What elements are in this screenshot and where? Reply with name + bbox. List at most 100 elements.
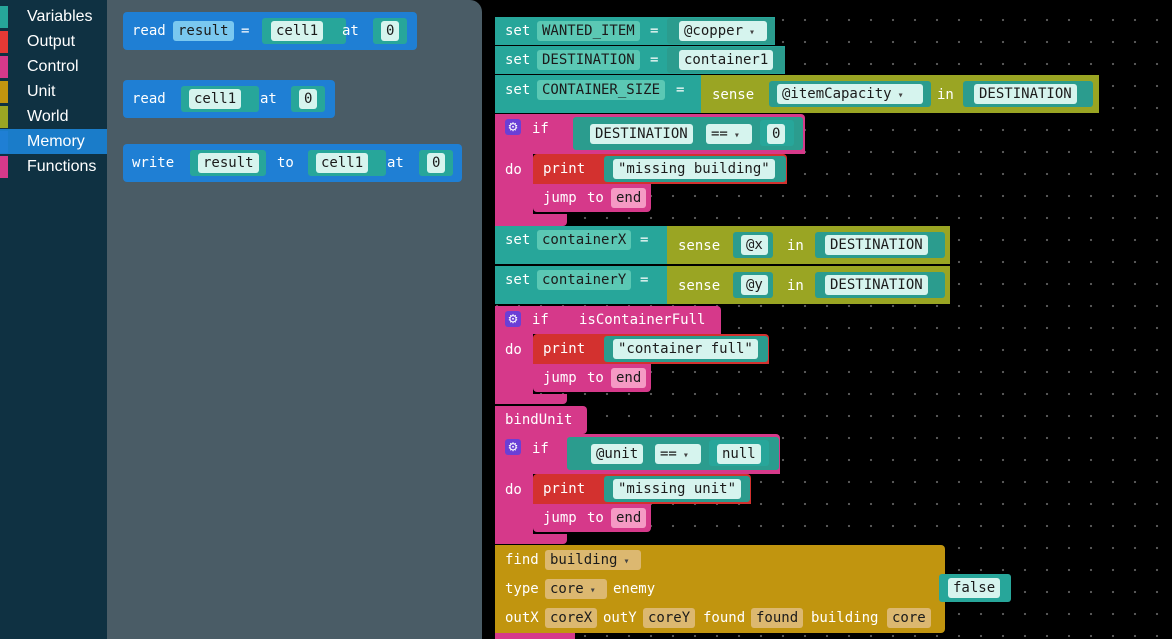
- if-keyword: if: [532, 121, 549, 137]
- container-x-var[interactable]: containerX: [537, 230, 632, 250]
- find-building-block[interactable]: find building type core enemy outX coreX…: [495, 545, 945, 633]
- set-destination-block[interactable]: set DESTINATION = container1: [495, 46, 785, 74]
- container-size-var[interactable]: CONTAINER_SIZE: [537, 80, 666, 100]
- category-functions[interactable]: Functions: [0, 154, 107, 179]
- jump-block[interactable]: jump to end: [533, 504, 651, 532]
- in-keyword: in: [787, 238, 804, 254]
- print-block[interactable]: print "container full": [533, 334, 769, 364]
- y-prop-field[interactable]: @y: [741, 275, 768, 295]
- index-field[interactable]: 0: [427, 153, 446, 173]
- end-label-field[interactable]: end: [611, 188, 647, 208]
- print-keyword: print: [543, 341, 586, 357]
- category-label: Functions: [27, 157, 97, 175]
- sense-item-capacity-block[interactable]: sense @itemCapacity in DESTINATION: [701, 75, 1099, 113]
- category-label: Unit: [27, 82, 56, 100]
- if-do-arm: do: [495, 154, 533, 214]
- result-var-field[interactable]: result: [198, 153, 259, 173]
- result-var-field[interactable]: result: [173, 21, 234, 41]
- set-container-size-block[interactable]: set CONTAINER_SIZE =: [495, 75, 701, 113]
- core-building-field[interactable]: core: [887, 608, 931, 628]
- gear-icon[interactable]: ⚙: [505, 119, 521, 135]
- equals-sign: =: [640, 272, 649, 288]
- category-memory[interactable]: Memory: [0, 129, 107, 154]
- index-field[interactable]: 0: [381, 21, 400, 41]
- category-variables[interactable]: Variables: [0, 4, 107, 29]
- x-prop-field[interactable]: @x: [741, 235, 768, 255]
- building-dropdown[interactable]: building: [545, 550, 641, 570]
- category-world[interactable]: World: [0, 104, 107, 129]
- category-label: Memory: [27, 132, 85, 150]
- operator-dropdown[interactable]: ==: [706, 124, 752, 144]
- if-unit-null-block[interactable]: ⚙ if @unit == null: [495, 434, 780, 474]
- print-block[interactable]: print "missing building": [533, 154, 787, 184]
- core-y-field[interactable]: coreY: [643, 608, 696, 628]
- read-keyword: read: [132, 23, 166, 39]
- container1-field[interactable]: container1: [679, 50, 774, 70]
- cell-field[interactable]: cell1: [316, 153, 369, 173]
- if-footer: [495, 214, 567, 226]
- write-block[interactable]: write result to cell1 at 0: [123, 144, 462, 182]
- gear-icon[interactable]: ⚙: [505, 439, 521, 455]
- operator-dropdown[interactable]: ==: [655, 444, 701, 464]
- category-label: Output: [27, 32, 76, 50]
- category-unit[interactable]: Unit: [0, 79, 107, 104]
- category-control[interactable]: Control: [0, 54, 107, 79]
- if-keyword: if: [532, 441, 549, 457]
- cell-field[interactable]: cell1: [271, 21, 324, 41]
- container-y-var[interactable]: containerY: [537, 270, 632, 290]
- in-keyword: in: [787, 278, 804, 294]
- in-keyword: in: [937, 87, 954, 103]
- destination-field[interactable]: DESTINATION: [590, 124, 693, 144]
- outy-keyword: outY: [603, 610, 637, 626]
- enemy-bool-slot: false: [939, 574, 1011, 602]
- jump-block[interactable]: jump to end: [533, 184, 651, 212]
- to-keyword: to: [587, 510, 604, 526]
- if-block[interactable]: ⚙ if DESTINATION == 0: [495, 114, 805, 154]
- gear-icon[interactable]: ⚙: [505, 311, 521, 327]
- destination-field[interactable]: DESTINATION: [825, 235, 928, 255]
- category-sidebar: Variables Output Control Unit World Memo…: [0, 0, 107, 639]
- destination-field[interactable]: DESTINATION: [825, 275, 928, 295]
- category-label: Variables: [27, 7, 93, 25]
- workspace[interactable]: set WANTED_ITEM = @copper set DESTINATIO…: [482, 0, 1172, 639]
- found-field[interactable]: found: [751, 608, 804, 628]
- jump-block[interactable]: jump to end: [533, 364, 651, 392]
- category-output[interactable]: Output: [0, 29, 107, 54]
- unit-field[interactable]: @unit: [591, 444, 644, 464]
- end-label-field[interactable]: end: [611, 508, 647, 528]
- unit-swatch: [0, 80, 8, 103]
- zero-field[interactable]: 0: [767, 124, 786, 144]
- output-swatch: [0, 30, 8, 53]
- if-do-arm: do: [495, 334, 533, 394]
- set-container-x-block[interactable]: set containerX =: [495, 226, 667, 264]
- category-label: World: [27, 107, 69, 125]
- item-dropdown[interactable]: @copper: [679, 21, 767, 41]
- core-x-field[interactable]: coreX: [545, 608, 598, 628]
- read-result-block[interactable]: read result = cell1 at 0: [123, 12, 417, 50]
- read-cell-block[interactable]: read cell1 at 0: [123, 80, 335, 118]
- cell-field[interactable]: cell1: [189, 89, 242, 109]
- index-field[interactable]: 0: [299, 89, 318, 109]
- print-block[interactable]: print "missing unit": [533, 474, 751, 504]
- destination-var[interactable]: DESTINATION: [537, 50, 640, 70]
- condition-label[interactable]: isContainerFull: [579, 312, 706, 328]
- null-field[interactable]: null: [717, 444, 761, 464]
- jump-keyword: jump: [543, 370, 577, 386]
- message-field[interactable]: "container full": [613, 339, 758, 359]
- wanted-item-var[interactable]: WANTED_ITEM: [537, 21, 640, 41]
- end-label-field[interactable]: end: [611, 368, 647, 388]
- message-field[interactable]: "missing building": [613, 159, 775, 179]
- set-wanted-item-block[interactable]: set WANTED_ITEM = @copper: [495, 17, 775, 45]
- sense-keyword: sense: [678, 238, 721, 254]
- set-container-y-block[interactable]: set containerY =: [495, 266, 667, 304]
- destination-field[interactable]: DESTINATION: [974, 84, 1077, 104]
- bind-unit-block[interactable]: bindUnit: [495, 406, 587, 434]
- false-field[interactable]: false: [948, 578, 1001, 598]
- if-container-full-block[interactable]: ⚙ if isContainerFull: [495, 306, 721, 334]
- sense-x-block[interactable]: sense @x in DESTINATION: [667, 226, 950, 264]
- core-type-dropdown[interactable]: core: [545, 579, 607, 599]
- control-swatch: [0, 55, 8, 78]
- message-field[interactable]: "missing unit": [613, 479, 742, 499]
- sense-y-block[interactable]: sense @y in DESTINATION: [667, 266, 950, 304]
- item-capacity-dropdown[interactable]: @itemCapacity: [777, 84, 923, 104]
